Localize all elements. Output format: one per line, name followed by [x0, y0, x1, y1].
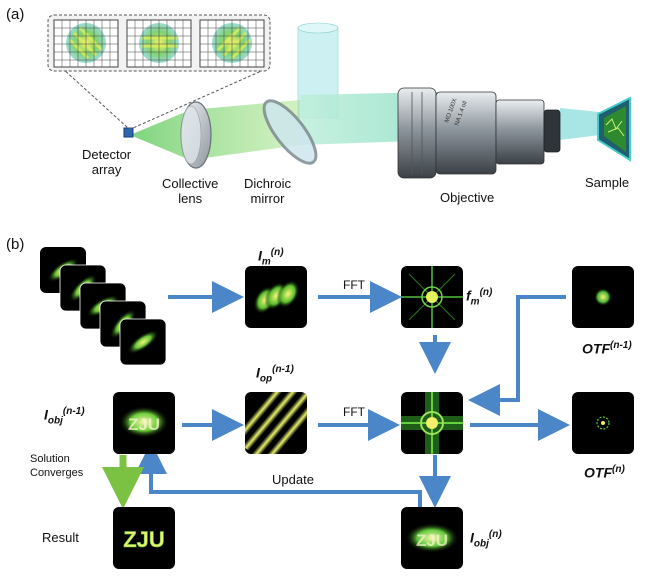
optical-setup-illustration: MO 100X NA 1.4 oil: [47, 14, 631, 179]
solution-converges-label: Solution Converges: [30, 453, 84, 479]
spectrum-tile: [401, 392, 463, 454]
update-label: Update: [272, 472, 314, 487]
panel-b-tag: (b): [6, 236, 25, 253]
fm-label: fm(n): [466, 287, 493, 308]
excitation-beam-top: [297, 22, 339, 34]
objective-label: Objective: [440, 190, 495, 205]
panel-a-tag: (a): [6, 6, 25, 23]
objective-lens: [397, 87, 561, 179]
svg-text:ZJU: ZJU: [128, 415, 160, 434]
arrow-otf-to-center: [468, 295, 566, 416]
emission-beam: [130, 100, 300, 160]
collective-lens-label: Collective lens: [162, 176, 219, 206]
iop-tile: [245, 392, 307, 454]
sample-holder: [597, 96, 631, 162]
arrow-update-loop: [135, 442, 422, 508]
im-label: Im(n): [258, 247, 284, 268]
fm-tile: [401, 266, 463, 328]
result-zju-text: ZJU: [123, 527, 165, 552]
result-label: Result: [42, 530, 79, 545]
otf-prev-tile: [572, 266, 634, 328]
iop-label: Iop(n-1): [256, 364, 294, 385]
iobj-new-tile: ZJU: [401, 507, 463, 569]
iobj-new-label: Iobj(n): [470, 529, 502, 550]
sample-beam: [560, 108, 600, 140]
otf-new-label: OTF(n): [584, 464, 625, 481]
fft-top-label: FFT: [343, 278, 365, 292]
im-tile: [245, 266, 307, 328]
fft-mid-label: FFT: [343, 405, 365, 419]
sample-label: Sample: [585, 175, 630, 190]
otf-prev-label: OTF(n-1): [582, 340, 632, 357]
detector-frame-2: [126, 19, 192, 68]
iobj-prev-tile: ZJU: [113, 392, 175, 454]
detector-frame-1: [53, 19, 119, 68]
detector-frame-3: [199, 19, 265, 68]
dichroic-mirror-label: Dichroic mirror: [244, 176, 291, 206]
result-tile: ZJU: [113, 507, 175, 569]
svg-text:ZJU: ZJU: [416, 531, 448, 550]
otf-new-tile: [572, 392, 634, 454]
collective-lens: [180, 101, 212, 169]
dichroic-mirror: [262, 99, 318, 165]
detector-label: Detector array: [82, 147, 132, 177]
detector-array: [123, 127, 134, 138]
iobj-prev-label: Iobj(n-1): [44, 406, 85, 427]
